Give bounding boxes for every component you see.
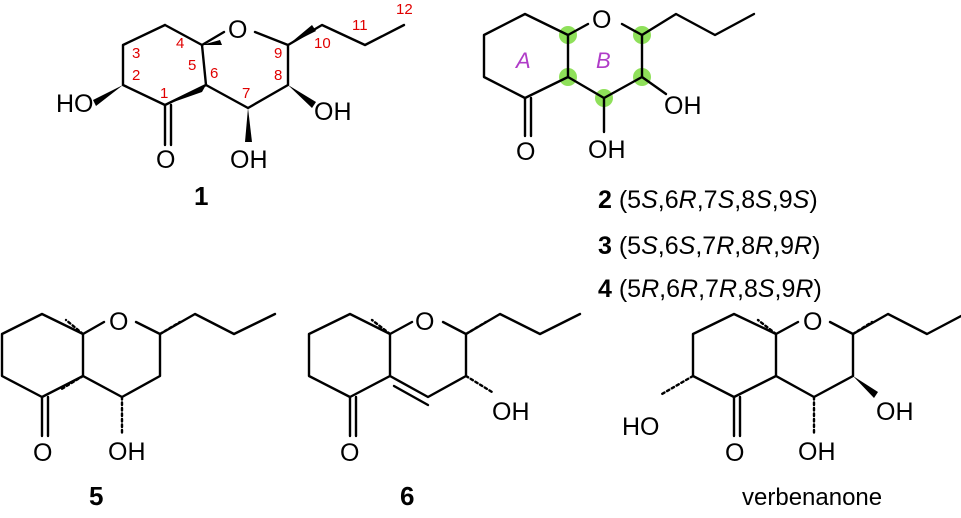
compound-2-configuration: 2 (5S,6R,7S,8S,9S) — [598, 186, 818, 214]
atom-number-10: 10 — [314, 35, 331, 52]
atom-number-5: 5 — [188, 57, 196, 74]
compound-1-structure: O HO O OH OH 1 2 3 4 5 6 7 8 9 10 11 12 … — [56, 1, 413, 211]
compound-6-label: 6 — [400, 481, 414, 511]
carbonyl-oxygen-label: O — [156, 146, 175, 174]
atom-number-7: 7 — [242, 85, 250, 102]
hydroxyl-label: OH — [798, 438, 836, 466]
ring-b-label: B — [596, 48, 611, 73]
atom-number-2: 2 — [132, 67, 140, 84]
hydroxyl-label: OH — [108, 438, 146, 466]
hydroxyl-label: OH — [230, 146, 268, 174]
compound-1-label: 1 — [194, 181, 208, 211]
carbonyl-oxygen-label: O — [516, 138, 535, 166]
atom-number-11: 11 — [352, 17, 368, 34]
hydroxyl-label: OH — [314, 98, 352, 126]
hydroxyl-label: OH — [876, 398, 914, 426]
atom-number-1: 1 — [160, 85, 168, 102]
atom-number-9: 9 — [274, 45, 282, 62]
compound-5-label: 5 — [89, 481, 103, 511]
compound-2-4-structure: O O OH OH A B — [482, 6, 756, 166]
hydroxyl-label: OH — [664, 92, 702, 120]
ring-oxygen-label: O — [592, 6, 611, 34]
verbenanone-structure: O HO O OH OH verbenanone — [622, 308, 961, 511]
ring-oxygen-label: O — [415, 308, 434, 336]
compound-3-configuration: 3 (5S,6S,7R,8R,9R) — [598, 232, 820, 260]
compound-6-structure: O O OH 6 — [307, 308, 582, 511]
hydroxyl-label: OH — [492, 398, 530, 426]
ring-oxygen-label: O — [109, 308, 128, 336]
verbenanone-label: verbenanone — [742, 484, 882, 511]
atom-number-12: 12 — [396, 1, 413, 18]
atom-number-6: 6 — [210, 65, 218, 82]
atom-number-3: 3 — [132, 45, 140, 62]
compound-5-structure: O O OH 5 — [0, 308, 277, 511]
ring-oxygen-label: O — [803, 308, 822, 336]
hydroxyl-label: HO — [56, 90, 94, 118]
carbonyl-oxygen-label: O — [33, 439, 52, 467]
carbonyl-oxygen-label: O — [340, 439, 359, 467]
ring-oxygen-label: O — [228, 16, 247, 44]
ring-a-label: A — [514, 48, 531, 73]
atom-number-8: 8 — [274, 67, 282, 84]
hydroxyl-label: HO — [622, 413, 660, 441]
atom-number-4: 4 — [176, 35, 184, 52]
compound-4-configuration: 4 (5R,6R,7R,8S,9R) — [598, 275, 822, 303]
hydroxyl-label: OH — [588, 136, 626, 164]
carbonyl-oxygen-label: O — [725, 439, 744, 467]
